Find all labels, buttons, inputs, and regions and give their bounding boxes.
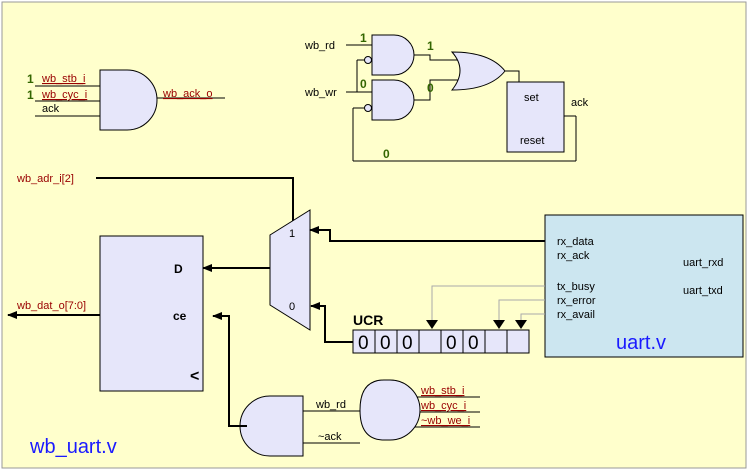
ucr-label: UCR [353,312,383,328]
rd-value: 1 [360,31,367,45]
mux-in0: 0 [289,301,295,313]
cyc-value: 1 [27,88,34,102]
and-output-ack: wb_ack_o [162,88,213,100]
set-label: set [524,92,539,104]
addr-wire [96,177,294,222]
uart-port-txd: uart_txd [683,285,723,297]
ce-wire-ack: ~ack [318,431,342,443]
ack-label: ack [571,97,589,109]
ack-and-gate [35,69,225,131]
ce-wire-rd: wb_rd [315,399,346,411]
mux-in1: 1 [289,228,295,240]
uart-port-rx-error: rx_error [557,295,596,307]
ce-input-we: ~wb_we_i [421,415,470,427]
ucr-bit-0: 0 [358,333,369,354]
mux [269,209,311,331]
stb-value: 1 [27,72,34,86]
addr-label: wb_adr_i[2] [16,173,74,185]
register-clk: < [190,368,199,385]
ack-latch-logic [346,34,577,162]
rx-error-wire [498,299,545,328]
ucr-bit-4: 0 [446,333,457,354]
tx-busy-wire [431,285,545,328]
output-register [99,235,204,392]
ucr-bit-5: 0 [468,333,479,354]
and-input-ack: ack [42,103,60,115]
wb-wr-label: wb_wr [304,87,337,99]
ucr-bit-2: 0 [402,333,413,354]
uart-port-rx-data: rx_data [557,236,595,248]
and-input-cyc: wb_cyc_i [41,89,87,101]
register-d: D [174,262,183,276]
uart-module-name: uart.v [616,332,666,354]
module-title: wb_uart.v [29,436,117,458]
and2-out-value: 0 [427,81,434,95]
wr-value: 0 [360,77,367,91]
ucr-bit-1: 0 [380,333,391,354]
and-input-stb: wb_stb_i [41,73,85,85]
uart-port-tx-busy: tx_busy [557,281,595,293]
register-ce: ce [173,309,187,323]
uart-port-rxd: uart_rxd [683,257,723,269]
uart-port-rx-avail: rx_avail [557,309,595,321]
ce-input-stb: wb_stb_i [420,385,464,397]
ce-logic [212,312,480,457]
reset-label: reset [520,135,544,147]
ce-input-cyc: wb_cyc_i [420,400,466,412]
uart-module [544,214,744,358]
ucr-to-mux-wire [310,302,353,343]
dat-o-label: wb_dat_o[7:0] [16,300,86,312]
and1-out-value: 1 [427,39,434,53]
wb-rd-label: wb_rd [304,40,335,52]
rx-data-wire [309,226,545,242]
uart-port-rx-ack: rx_ack [557,250,590,262]
feedback-value: 0 [383,147,390,161]
